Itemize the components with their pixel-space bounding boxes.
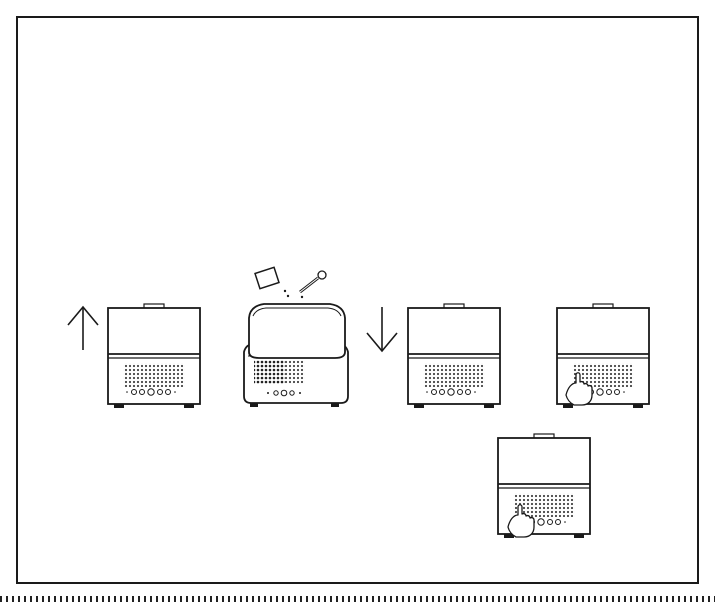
arrow-up-icon	[68, 307, 98, 350]
oil-bottle-icon	[255, 267, 289, 297]
step-lower-tank	[367, 304, 500, 408]
step-add-essential-oil	[244, 267, 348, 407]
step-press-button	[557, 304, 649, 408]
humidifier-unit	[408, 304, 500, 408]
step-lift-tank	[68, 304, 200, 408]
oil-dropper-icon	[300, 271, 326, 298]
humidifier-open-unit	[244, 304, 348, 407]
arrow-down-icon	[367, 307, 397, 351]
humidifier-unit	[108, 304, 200, 408]
page-edge-marks	[0, 596, 715, 602]
frame-border	[17, 17, 698, 583]
step-press-button-again	[498, 434, 590, 538]
